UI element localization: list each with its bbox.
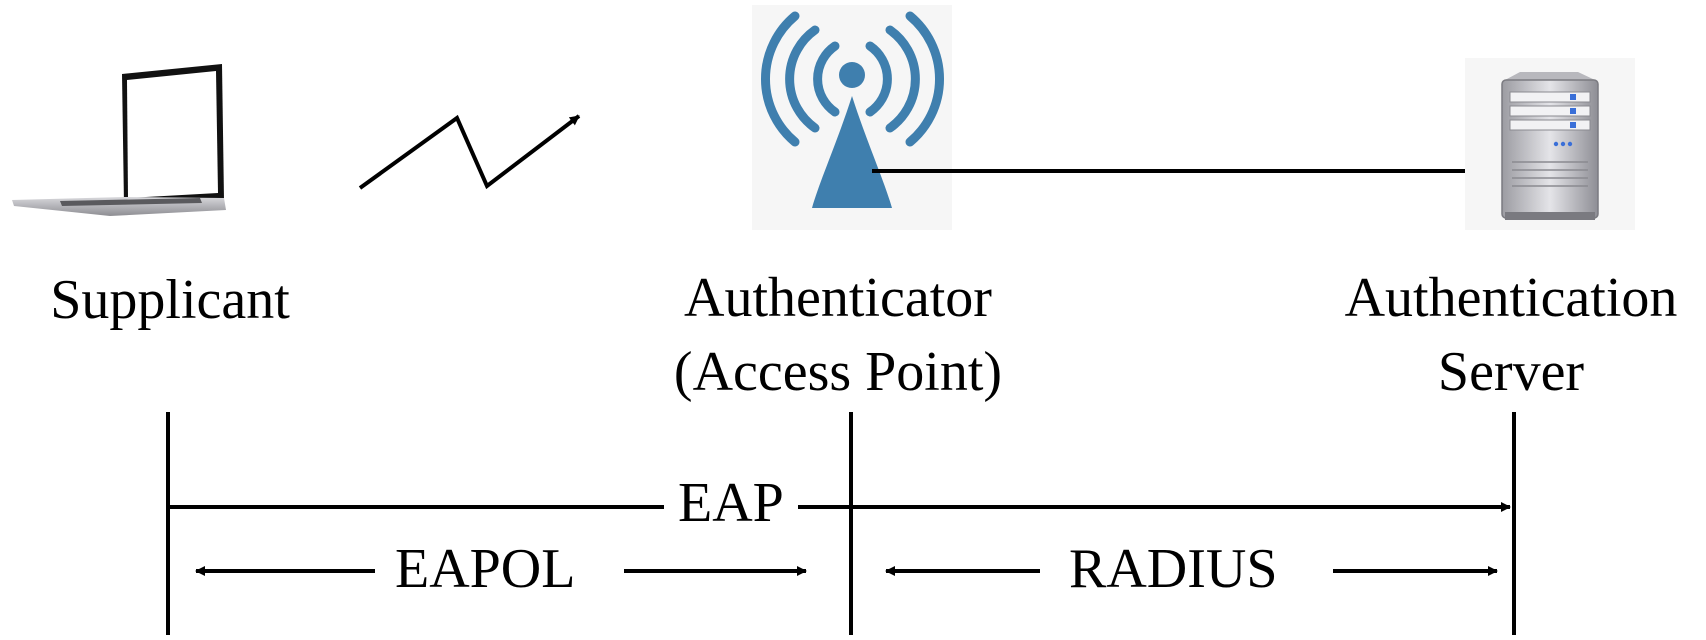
server-label: Authentication [1344,267,1678,329]
eap-label: EAP [664,475,798,531]
wireless-link-arrow [358,114,581,190]
supplicant-label: Supplicant [50,269,290,331]
server-sublabel: Server [1437,341,1585,403]
authenticator-label: Authenticator [684,267,992,329]
laptop-icon [12,64,226,216]
eapol-label: EAPOL [381,541,590,597]
radius-label: RADIUS [1055,541,1292,597]
server-icon [1465,58,1635,230]
access-point-icon [752,5,952,230]
authenticator-sublabel: (Access Point) [673,341,1003,403]
